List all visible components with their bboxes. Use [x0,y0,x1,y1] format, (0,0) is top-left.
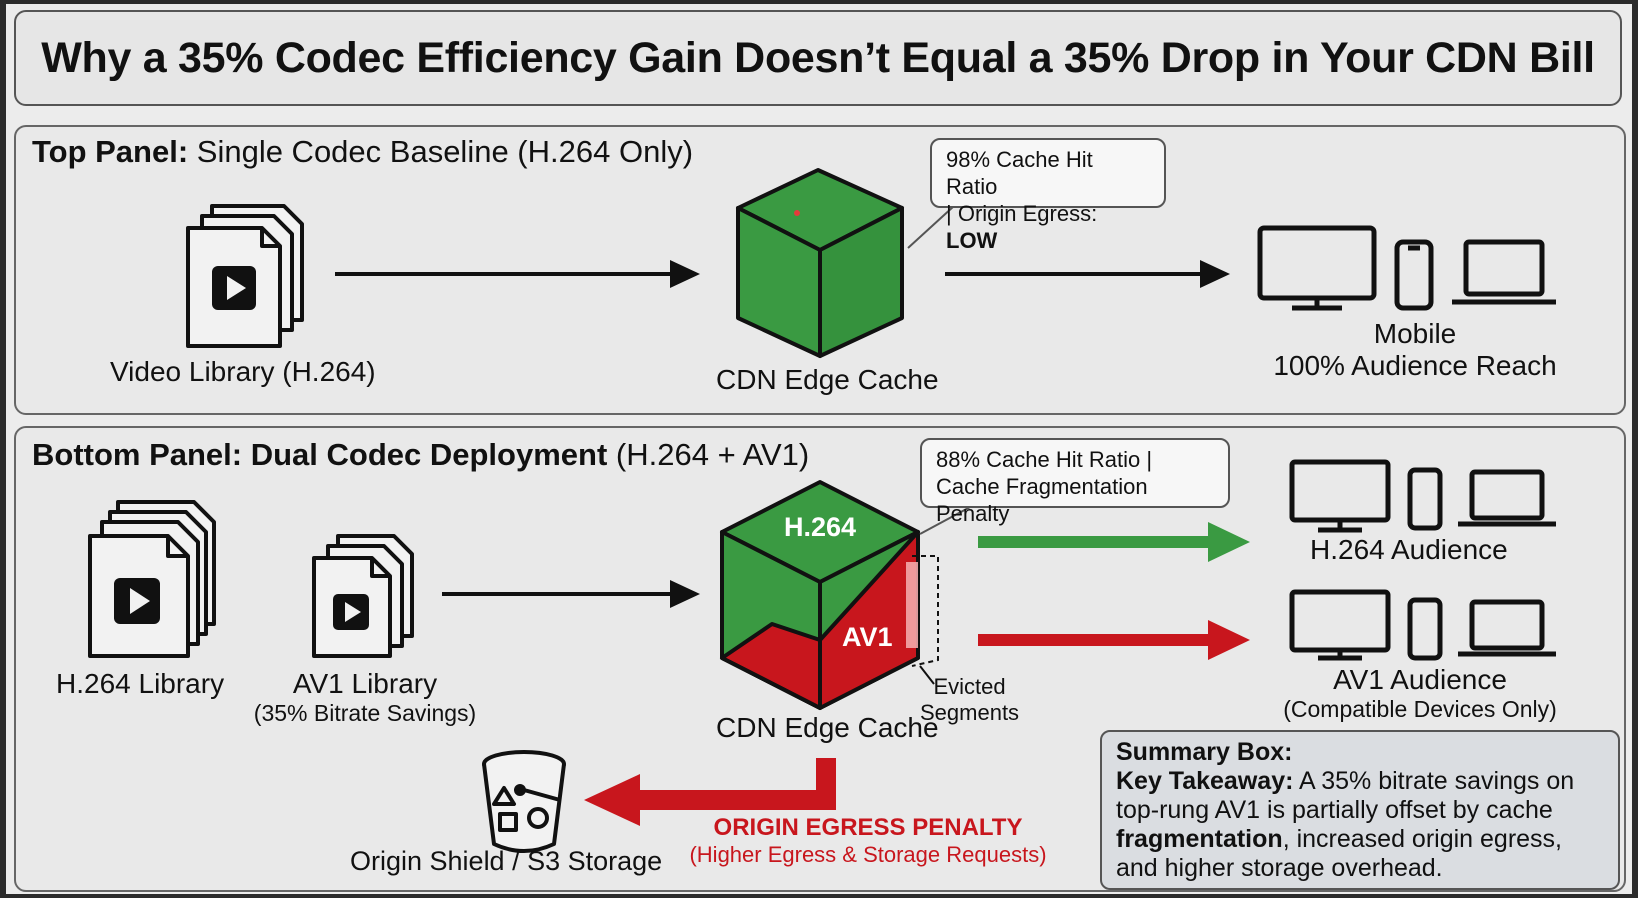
top-panel-heading-bold: Top Panel: [32,134,189,169]
top-bubble-line2: | Origin Egress: LOW [946,200,1150,254]
title-banner: Why a 35% Codec Efficiency Gain Doesn’t … [14,10,1622,106]
summary-text1: A 35% bitrate savings on top-rung AV1 is… [1116,767,1575,824]
av1-library-sublabel: (35% Bitrate Savings) [253,700,477,726]
mobile-phone-icon [1394,239,1434,311]
devices-label-reach: 100% Audience Reach [1273,350,1557,381]
origin-penalty-title: ORIGIN EGRESS PENALTY [713,814,1023,841]
origin-penalty-label: ORIGIN EGRESS PENALTY (Higher Egress & S… [676,814,1060,868]
bottom-bubble-line2: Cache Fragmentation Penalty [936,474,1148,526]
evicted-segment [906,562,918,648]
cube-h264-label: H.264 [784,512,857,542]
top-cdn-label: CDN Edge Cache [716,364,939,395]
h264-monitor-icon [1289,459,1391,533]
evicted-label: Evicted Segments [920,674,1019,726]
bottom-panel-heading-rest: (H.264 + AV1) [607,437,810,472]
evicted-label-line2: Segments [920,700,1020,725]
h264-phone-icon [1407,467,1443,531]
top-cache-bubble: 98% Cache Hit Ratio | Origin Egress: LOW [930,138,1166,253]
storage-bucket-icon [482,750,566,853]
evicted-pointer [919,665,935,685]
av1-library-label: AV1 Library (35% Bitrate Savings) [250,668,480,727]
laptop-icon [1452,239,1556,305]
evicted-label-line1: Evicted [933,674,1006,699]
diagram-title: Why a 35% Codec Efficiency Gain Doesn’t … [41,33,1595,82]
summary-text: Key Takeaway: A 35% bitrate savings on t… [1116,767,1604,883]
evicted-dashed-box [911,555,939,667]
bottom-bubble-line1: 88% Cache Hit Ratio | [936,447,1153,472]
origin-penalty-arrowhead [584,774,640,826]
video-library-label: Video Library (H.264) [110,356,376,387]
av1-library-icon [312,534,414,658]
av1-audience-title: AV1 Audience [1333,664,1507,695]
summary-text2: , increased origin egress, and higher st… [1116,825,1562,882]
summary-key-bold: Key Takeaway: [1116,767,1294,795]
av1-audience-label: AV1 Audience (Compatible Devices Only) [1270,664,1570,723]
origin-storage-label: Origin Shield / S3 Storage [350,846,663,876]
top-bubble-line1: 98% Cache Hit Ratio [946,147,1093,199]
h264-audience-label: H.264 Audience [1310,534,1508,565]
devices-label-mobile: Mobile [1373,318,1457,349]
bottom-panel-heading: Bottom Panel: Dual Codec Deployment (H.2… [32,437,809,473]
bottom-cache-bubble: 88% Cache Hit Ratio | Cache Fragmentatio… [920,438,1230,526]
cdn-cube-green [736,168,904,358]
cdn-cube-dual [720,480,920,710]
top-panel-heading-rest: Single Codec Baseline (H.264 Only) [188,134,694,169]
red-arrowhead [1208,620,1250,660]
cache-dot [794,210,800,216]
arrowhead-libraries-to-cdn [670,580,700,608]
h264-library-label: H.264 Library [56,668,225,699]
av1-laptop-icon [1458,599,1556,657]
green-arrowhead [1208,522,1250,562]
video-library-icon [186,204,304,348]
arrowhead-library-to-cdn [670,260,700,288]
av1-library-title: AV1 Library [292,668,438,699]
monitor-icon [1257,225,1377,311]
top-bubble-line2-prefix: | Origin Egress: [946,201,1098,226]
bottom-panel-heading-bold: Bottom Panel: Dual Codec Deployment [32,437,608,472]
top-devices-label: Mobile 100% Audience Reach [1270,318,1560,382]
origin-penalty-arrow [632,758,836,810]
arrowhead-cdn-to-devices [1200,260,1230,288]
av1-monitor-icon [1289,589,1391,661]
summary-heading: Summary Box: [1116,738,1293,766]
av1-audience-sublabel: (Compatible Devices Only) [1283,696,1557,722]
egress-level: LOW [946,228,998,253]
h264-library-icon [88,500,216,658]
top-panel-heading: Top Panel: Single Codec Baseline (H.264 … [32,134,693,170]
origin-penalty-subtitle: (Higher Egress & Storage Requests) [689,842,1047,867]
h264-laptop-icon [1458,469,1556,527]
cube-av1-label: AV1 [842,622,893,652]
av1-phone-icon [1407,597,1443,661]
bottom-cdn-label: CDN Edge Cache [716,712,939,743]
summary-box: Summary Box: Key Takeaway: A 35% bitrate… [1100,730,1620,890]
summary-fragmentation-bold: fragmentation [1116,825,1283,853]
